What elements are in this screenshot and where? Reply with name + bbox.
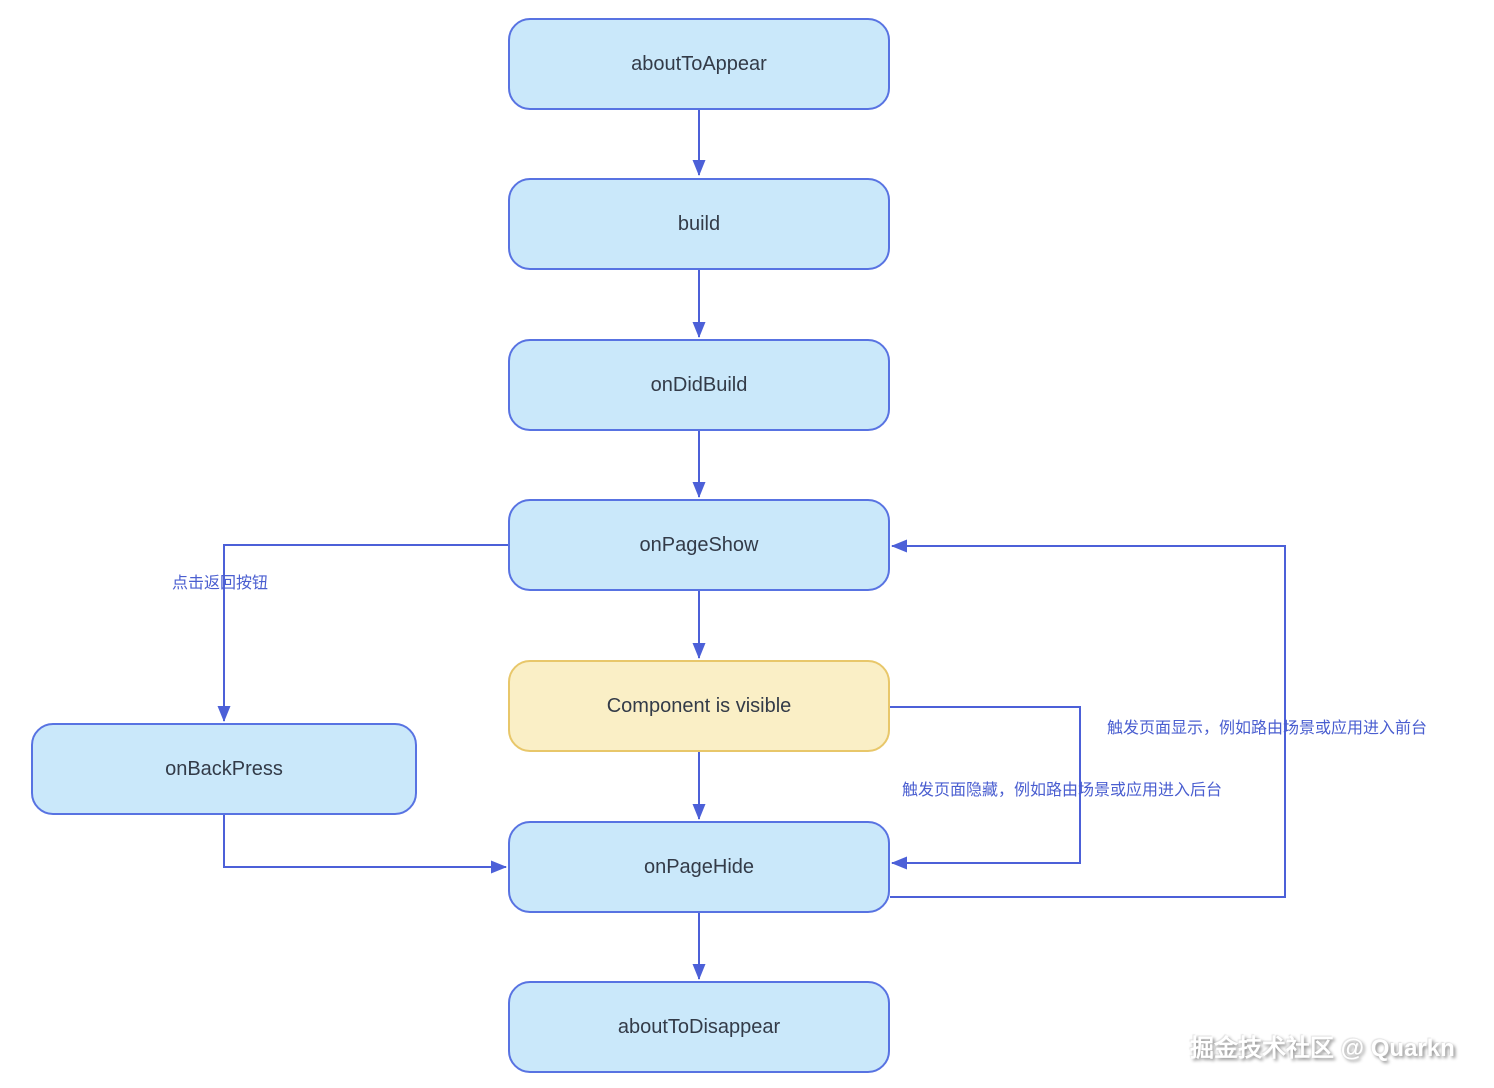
node-onPageShow-label: onPageShow [639, 533, 759, 556]
node-onPageHide: onPageHide [508, 821, 890, 913]
node-aboutToDisappear: aboutToDisappear [508, 981, 890, 1073]
edge-label-back-press: 点击返回按钮 [172, 575, 269, 592]
node-build-label: build [677, 212, 721, 235]
node-build: build [508, 178, 890, 270]
node-onBackPress: onBackPress [31, 723, 417, 815]
node-onDidBuild-label: onDidBuild [650, 373, 748, 396]
watermark: 掘金技术社区 @ Quarkn [1190, 1035, 1455, 1062]
node-aboutToAppear-label: aboutToAppear [631, 52, 767, 75]
node-component-visible: Component is visible [508, 660, 890, 752]
edge-onPageHide-onPageShow-loop [890, 539, 1286, 898]
edge-label-page-hide: 触发页面隐藏，例如路由场景或应用进入后台 [902, 782, 1223, 799]
node-component-visible-label: Component is visible [606, 694, 792, 717]
edge-label-page-show: 触发页面显示，例如路由场景或应用进入前台 [1107, 720, 1428, 737]
edge-onBackPress-onPageHide [223, 815, 507, 874]
node-aboutToAppear: aboutToAppear [508, 18, 890, 110]
edge-onPageShow-onBackPress [217, 544, 508, 722]
node-onDidBuild: onDidBuild [508, 339, 890, 431]
node-onBackPress-label: onBackPress [165, 757, 283, 780]
edge-componentVisible-onPageHide-loop [890, 706, 1081, 870]
node-onPageHide-label: onPageHide [643, 855, 755, 878]
node-aboutToDisappear-label: aboutToDisappear [617, 1015, 781, 1038]
node-onPageShow: onPageShow [508, 499, 890, 591]
